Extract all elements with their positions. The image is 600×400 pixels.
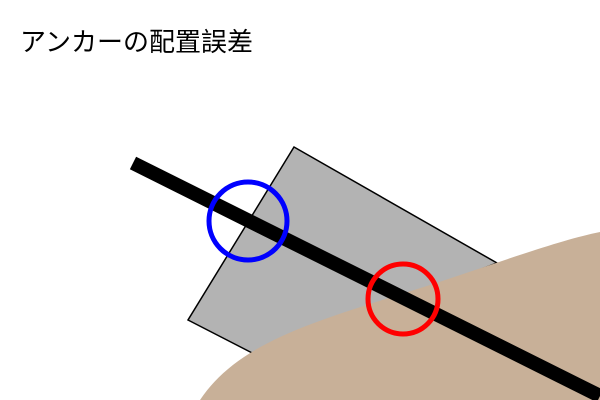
blue-circle-marker: [206, 179, 290, 263]
red-circle-marker: [365, 261, 441, 337]
diagram-title: アンカーの配置誤差: [20, 28, 253, 58]
anchor-line: [129, 156, 600, 400]
ground-mass: [200, 232, 600, 400]
